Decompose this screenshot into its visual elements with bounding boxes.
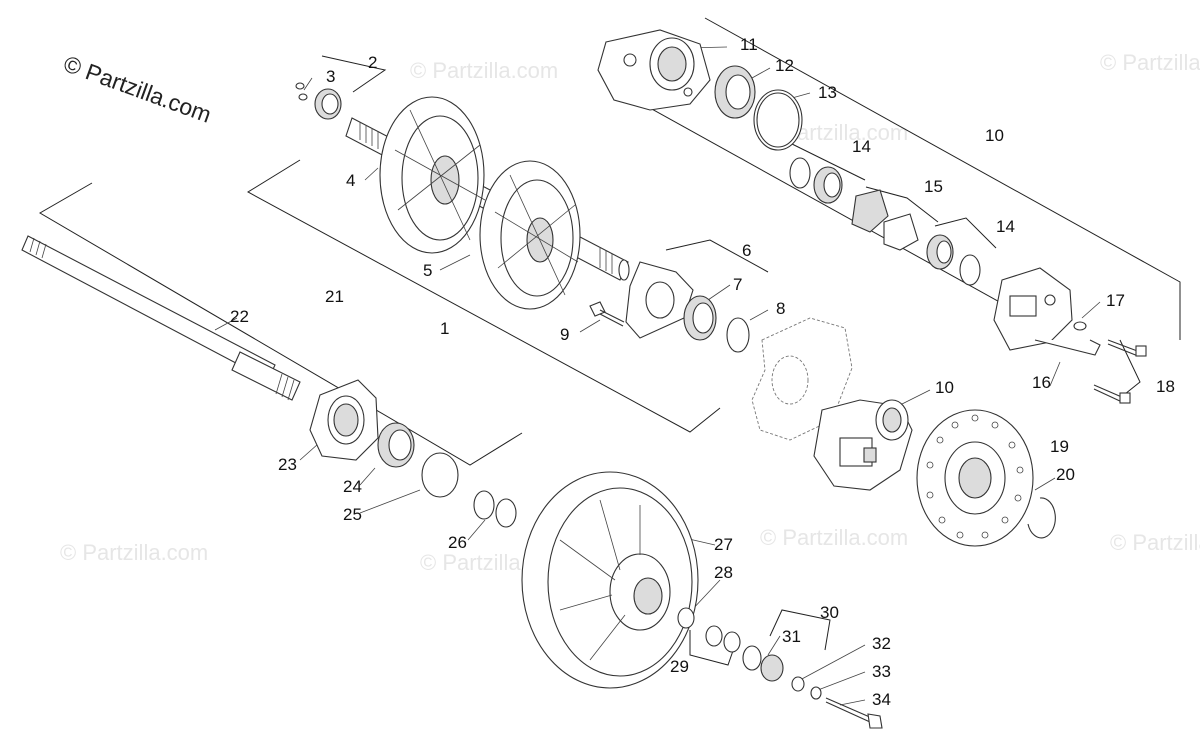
callout-25: 25 [343,505,362,524]
callout-33: 33 [872,662,891,681]
watermark: © Partzilla.com [60,540,208,565]
part-14-bushing-lower [926,234,981,286]
part-9-bolt [589,301,625,327]
part-18-bolts [1093,339,1147,404]
callout-22: 22 [230,307,249,326]
watermark: © Partzilla.com [410,58,558,83]
callout-9: 9 [560,325,569,344]
part-8-snap-ring [726,317,750,353]
part-3-clip [295,82,308,101]
part-13-o-ring [753,89,803,151]
watermarks: © Partzilla.com © Partzilla.com © Partzi… [60,50,1200,575]
callout-10-upper: 10 [985,126,1004,145]
callout-20: 20 [1056,465,1075,484]
callout-34: 34 [872,690,891,709]
part-14-bushing-upper [789,157,843,204]
part-24-bearing [377,422,415,468]
part-5-sprocket [479,160,581,310]
callouts: 2 3 4 5 1 6 7 8 9 11 12 13 10 14 15 14 1… [230,35,1175,709]
callout-4: 4 [346,171,355,190]
callout-29: 29 [670,657,689,676]
callout-7: 7 [733,275,742,294]
callout-13: 13 [818,83,837,102]
part-23-flange [309,379,379,461]
part-4-sprocket [379,96,486,254]
part-20-snap-ring [1027,497,1056,539]
callout-23: 23 [278,455,297,474]
part-19-brake-disc [916,409,1034,547]
callout-31: 31 [782,627,801,646]
part-6-flange [625,261,694,339]
callout-11: 11 [740,35,758,54]
callout-3: 3 [326,67,335,86]
part-7-bearing [683,295,717,341]
part-32-washer [791,676,805,692]
part-31-spacer [742,645,784,682]
callout-8: 8 [776,299,785,318]
callout-24: 24 [343,477,362,496]
callout-19: 19 [1050,437,1069,456]
part-33-washer [810,686,822,700]
part-27-driven-clutch [521,471,699,689]
callout-26: 26 [448,533,467,552]
callout-15: 15 [924,177,943,196]
callout-30: 30 [820,603,839,622]
part-15-brake-pads [851,189,919,251]
callout-10-lower: 10 [935,378,954,397]
callout-5: 5 [423,261,432,280]
part-22-jackshaft [21,235,301,401]
part-29-washers [705,625,741,653]
callout-18: 18 [1156,377,1175,396]
callout-2: 2 [368,53,377,72]
part-11-caliper [597,29,711,111]
part-34-bolt [825,697,883,729]
callout-28: 28 [714,563,733,582]
copyright-text: © Partzilla.com [60,50,215,127]
watermark: © Partzilla.com [1110,530,1200,555]
leader-lines [214,46,1101,706]
callout-12: 12 [775,56,794,75]
part-25-o-ring [421,452,459,498]
callout-16: 16 [1032,373,1051,392]
part-10-caliper-assembly [813,399,913,491]
part-2-bearing [314,88,342,120]
callout-14-lower: 14 [996,217,1015,236]
callout-27: 27 [714,535,733,554]
chaincase-outline [751,317,853,441]
callout-6: 6 [742,241,751,260]
group-lines [39,17,1181,666]
callout-14-upper: 14 [852,137,871,156]
callout-21: 21 [325,287,344,306]
watermark: © Partzilla.com [760,525,908,550]
part-28-o-ring [677,607,695,629]
part-16-pin [1034,339,1101,356]
part-12-bearing [714,65,756,119]
callout-1: 1 [440,319,449,338]
part-26-washers [473,490,517,528]
part-10-caliper-lower [993,267,1073,351]
callout-32: 32 [872,634,891,653]
part-17-bleeder [1073,321,1087,331]
callout-17: 17 [1106,291,1125,310]
watermark: © Partzilla.com [1100,50,1200,75]
